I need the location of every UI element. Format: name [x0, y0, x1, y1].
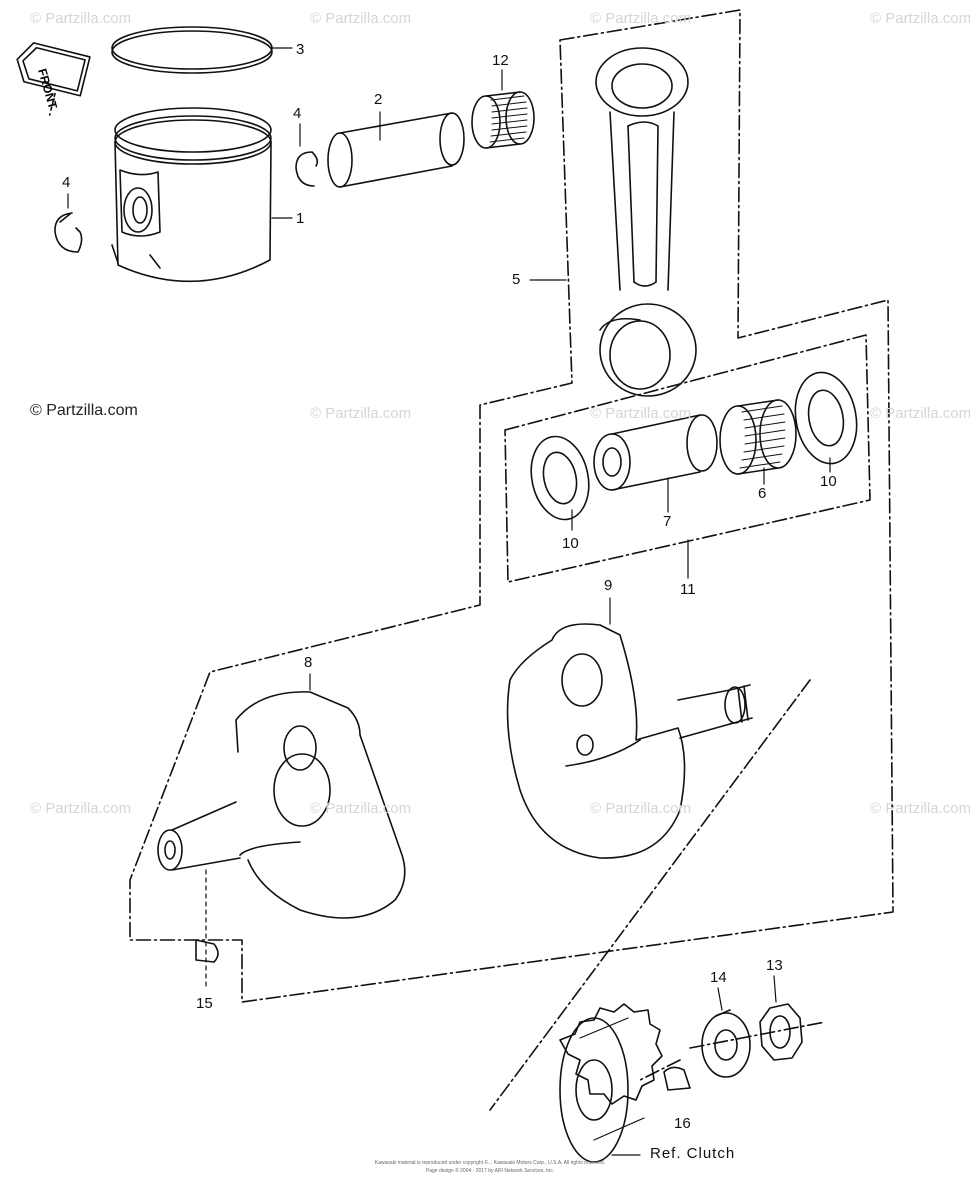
needle-bearing-12: [471, 69, 535, 149]
thrust-washer-right-10: [794, 371, 858, 473]
part-label-11: 11: [680, 581, 696, 598]
piston-1: [111, 107, 293, 283]
crank-pin-7: [593, 414, 718, 513]
copyright-notice: © Partzilla.com: [30, 402, 138, 419]
part-label-12: 12: [492, 52, 509, 69]
part-label-14: 14: [710, 969, 727, 986]
watermark: © Partzilla.com: [310, 800, 412, 817]
primary-gear: [559, 1003, 663, 1163]
piston-ring-3: [111, 26, 293, 74]
watermark: © Partzilla.com: [590, 10, 692, 27]
front-arrow-badge: [16, 42, 91, 116]
part-label-1: 1: [296, 210, 305, 227]
needle-bearing-6: [719, 399, 797, 485]
part-label-10-left: 10: [562, 535, 579, 552]
watermark: © Partzilla.com: [310, 405, 412, 422]
crankshaft-right-9: [506, 597, 753, 859]
part-label-8: 8: [304, 654, 313, 671]
part-label-4-right: 4: [293, 105, 302, 122]
footer-copyright-line: Kawasaki material is reproduced under co…: [374, 1160, 606, 1166]
watermark: © Partzilla.com: [30, 800, 132, 817]
clutch-boundary: [489, 679, 826, 1111]
nut-13: [759, 975, 803, 1061]
part-label-16: 16: [674, 1115, 691, 1132]
thrust-washer-left-10: [530, 435, 590, 531]
woodruff-key-16: [663, 1066, 691, 1091]
watermark: © Partzilla.com: [590, 405, 692, 422]
watermark: © Partzilla.com: [870, 800, 970, 817]
circlip-left-4: [54, 212, 83, 253]
part-label-2: 2: [374, 91, 383, 108]
watermark: © Partzilla.com: [590, 800, 692, 817]
watermark: © Partzilla.com: [870, 10, 970, 27]
lock-washer-14: [701, 987, 751, 1078]
group-boundary-outline: [129, 9, 894, 1003]
crankshaft-left-8: [157, 673, 406, 991]
part-label-15: 15: [196, 995, 213, 1012]
part-label-10-right: 10: [820, 473, 837, 490]
footer-design-line: Page design © 2004 - 2017 by ARI Network…: [425, 1168, 555, 1174]
ref-clutch-label: Ref. Clutch: [650, 1145, 736, 1162]
circlip-right-4: [295, 151, 319, 187]
part-label-6: 6: [758, 485, 767, 502]
watermark: © Partzilla.com: [310, 10, 412, 27]
watermark: © Partzilla.com: [30, 10, 132, 27]
bearing-set-boundary: [504, 334, 871, 583]
connecting-rod-5: [529, 47, 697, 397]
piston-pin-2: [327, 111, 465, 188]
woodruff-key-15: [195, 939, 219, 963]
watermark: © Partzilla.com: [870, 405, 970, 422]
part-label-7: 7: [663, 513, 672, 530]
part-label-9: 9: [604, 577, 613, 594]
part-label-13: 13: [766, 957, 783, 974]
part-label-3: 3: [296, 41, 305, 58]
leader-key-16: [639, 1059, 681, 1081]
part-label-5: 5: [512, 271, 521, 288]
part-label-4-left: 4: [62, 174, 71, 191]
